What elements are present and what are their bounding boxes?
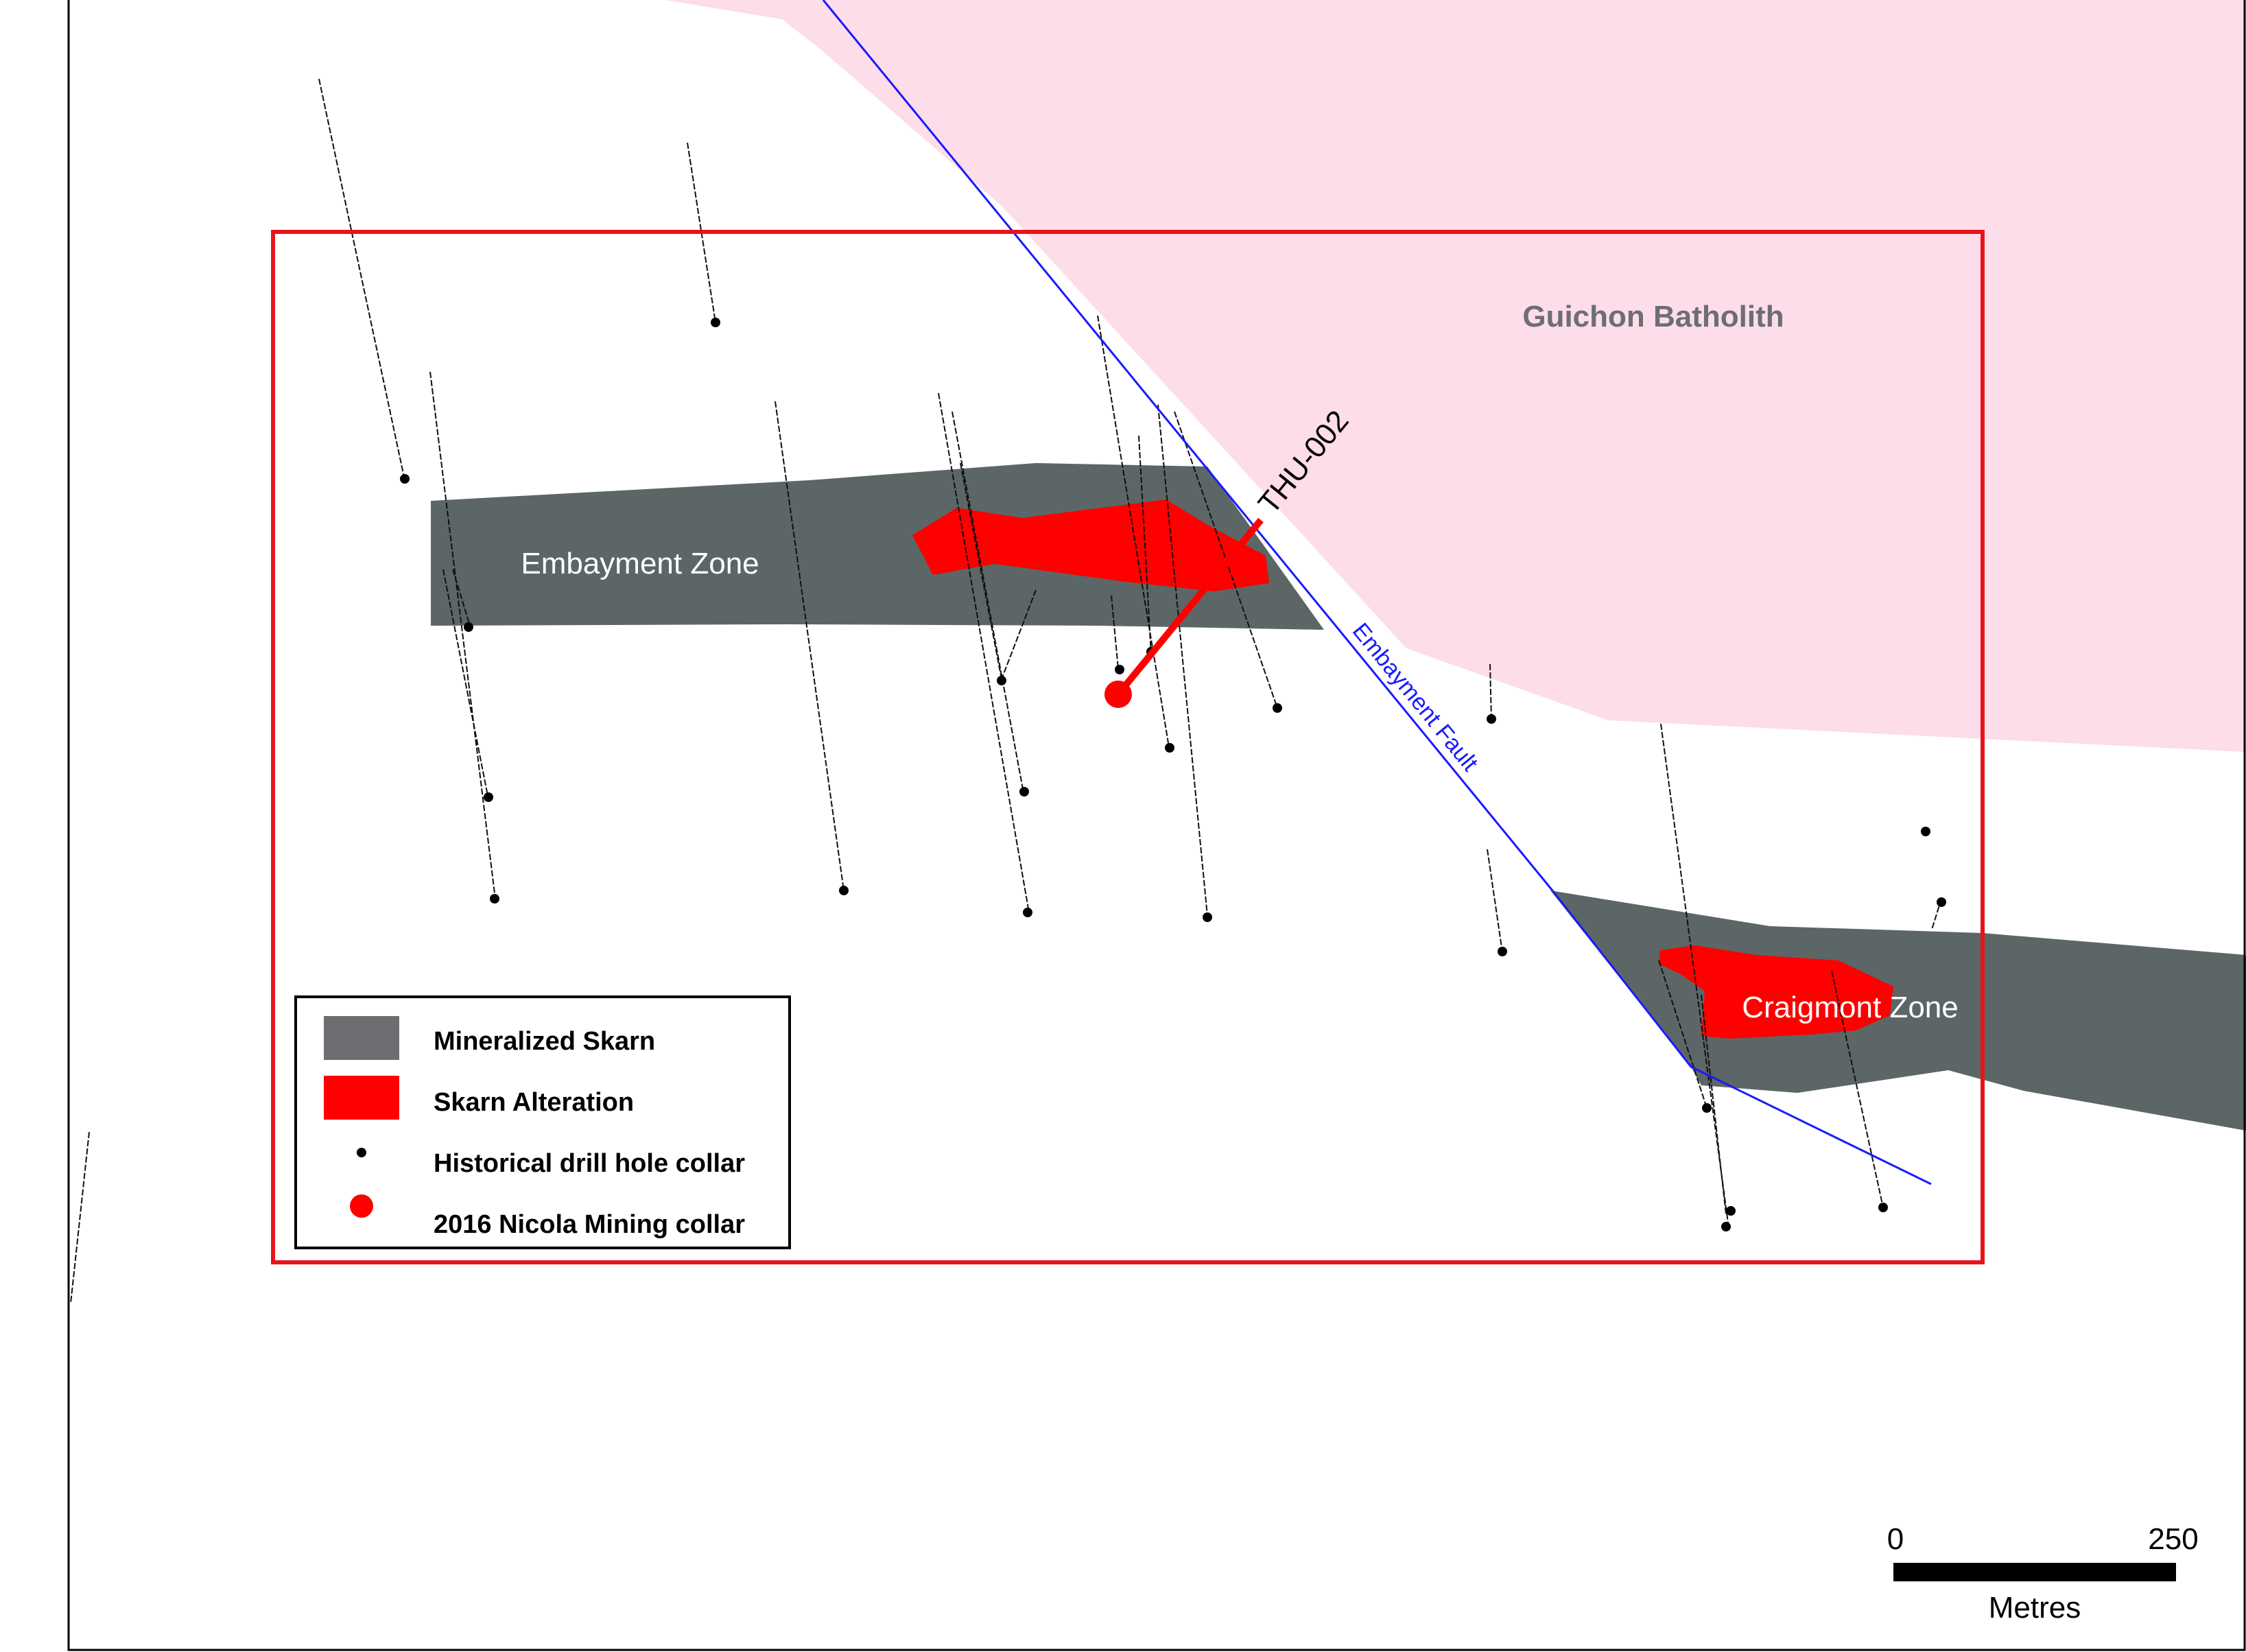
embayment-zone-label: Embayment Zone [521,547,759,580]
legend-swatch-skarn-alteration [324,1076,399,1120]
legend-label-historical-collar: Historical drill hole collar [434,1149,745,1178]
historical-collar [1721,1222,1731,1231]
historical-drill-traces [70,78,1942,1304]
embayment-skarn-zone [431,463,1324,630]
map-neatline [67,0,2246,1651]
embayment-skarn-alteration [912,499,1269,591]
legend-label-nicola-collar: 2016 Nicola Mining collar [434,1210,745,1239]
historical-collar [1273,703,1282,713]
scale-bar-unit-label: Metres [1989,1591,2081,1625]
historical-collar [839,886,849,895]
embayment-fault-line-south [1551,890,1932,1185]
embayment-fault-line [822,0,1554,891]
historical-collar [1702,1103,1712,1113]
legend-label-mineralized-skarn: Mineralized Skarn [434,1027,655,1056]
scale-bar-start-label: 0 [1887,1522,1904,1556]
historical-collar [1019,787,1029,796]
historical-collar [1165,743,1174,753]
guichon-batholith-area [665,0,2246,752]
legend-swatch-mineralized-skarn [324,1016,399,1060]
historical-collar [1498,947,1507,956]
legend-swatch-nicola-collar [350,1194,373,1218]
historical-collar [1115,665,1124,674]
historical-collar [1937,897,1946,907]
craigmont-zone-label: Craigmont Zone [1742,991,1958,1024]
historical-collar [464,622,473,632]
historical-collar [490,894,499,904]
historical-collar [484,792,493,802]
historical-collar [1203,912,1212,922]
historical-collar [997,676,1006,685]
scale-bar-bar [1893,1563,2176,1581]
scale-bar: 0 250 Metres [1887,1522,2199,1625]
guichon-batholith-label: Guichon Batholith [1522,300,1784,333]
craigmont-skarn-alteration [1659,945,1893,1039]
scale-bar-end-label: 250 [2148,1522,2198,1556]
historical-collar [1023,908,1032,917]
historical-collar [400,474,410,484]
historical-collar [711,318,720,327]
thu-002-drill-trace [1115,517,1264,697]
legend-swatch-historical-collar [357,1148,366,1157]
historical-collar [1921,827,1930,836]
legend-label-skarn-alteration: Skarn Alteration [434,1088,634,1117]
historical-collar [1726,1206,1736,1216]
legend: Mineralized Skarn Skarn Alteration Histo… [294,995,791,1249]
nicola-mining-collar [1104,681,1132,708]
historical-collar [1487,714,1496,724]
historical-collar [1878,1203,1888,1212]
property-boundary [271,230,1985,1264]
